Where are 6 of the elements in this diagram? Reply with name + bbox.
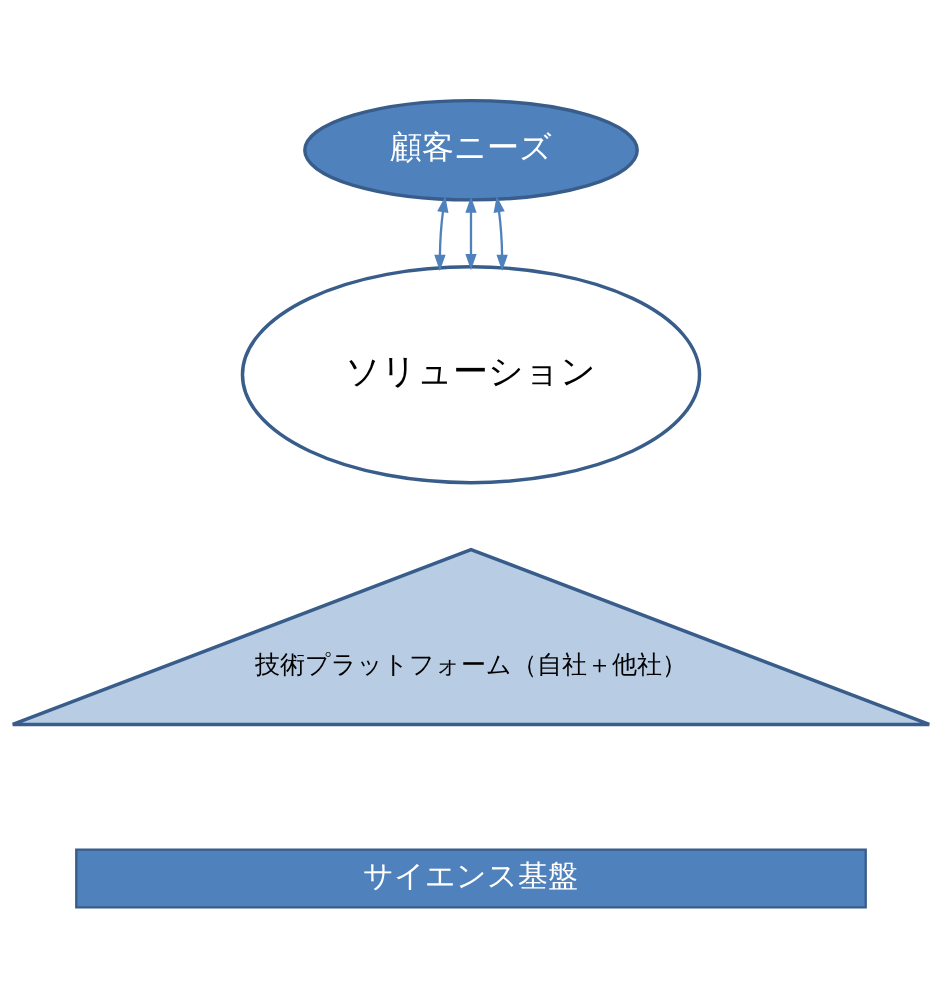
arrow [493, 196, 508, 272]
arrow [434, 196, 449, 272]
node-ellipse: 顧客ニーズ [303, 98, 639, 202]
node-ellipse: ソリューション [240, 265, 702, 485]
arrow [465, 196, 477, 271]
node-box: サイエンス基盤 [75, 848, 867, 909]
